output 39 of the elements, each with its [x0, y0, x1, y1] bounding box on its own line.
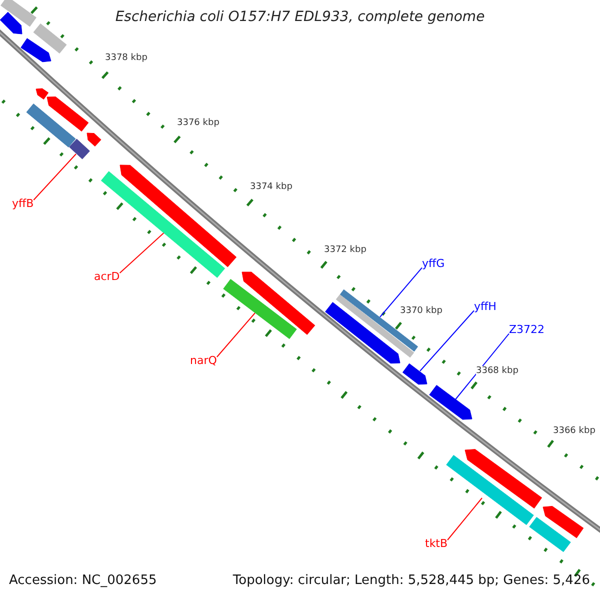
- gene-bar: [0, 0, 36, 27]
- gene-bar: [26, 104, 90, 160]
- gene-bar: [33, 23, 67, 54]
- leader-line: [454, 333, 510, 400]
- position-label: 3376 kbp: [177, 118, 220, 128]
- gene-feature: [402, 363, 428, 385]
- gene-feature: [464, 449, 542, 509]
- gene-feature: [20, 38, 52, 62]
- leader-line: [447, 498, 482, 540]
- gene-label: yffG: [422, 258, 445, 271]
- gene-label: tktB: [425, 538, 448, 551]
- gene-feature: [36, 88, 49, 100]
- leader-line: [420, 310, 474, 372]
- gene-feature: [325, 302, 400, 364]
- gene-label: acrD: [94, 271, 120, 284]
- gene-feature: [242, 272, 316, 335]
- position-label: 3368 kbp: [476, 366, 518, 376]
- position-label: 3370 kbp: [400, 306, 442, 316]
- gene-feature: [0, 12, 22, 34]
- leader-line: [380, 267, 422, 318]
- accession-text: Accession: NC_002655: [9, 574, 157, 589]
- position-label: 3372 kbp: [324, 245, 366, 256]
- gene-feature: [120, 164, 237, 268]
- leader-line: [216, 312, 256, 358]
- gene-feature: [86, 132, 102, 147]
- gene-label: Z3722: [509, 324, 545, 337]
- gene-bar: [223, 278, 297, 340]
- gene-label: yffH: [474, 301, 496, 314]
- position-label: 3366 kbp: [553, 426, 596, 436]
- gene-feature: [542, 506, 584, 538]
- gene-bar: [446, 454, 571, 552]
- genome-info-text: Topology: circular; Length: 5,528,445 bp; Genes: 5,426: [232, 574, 590, 589]
- position-label: 3378 kbp: [105, 53, 148, 64]
- position-label: 3374 kbp: [250, 182, 292, 192]
- title: Escherichia coli O157:H7 EDL933, complete genome: [114, 9, 486, 26]
- gene-label: narQ: [190, 355, 217, 368]
- gene-label: yffB: [12, 198, 34, 211]
- gene-feature: [46, 96, 89, 132]
- gene-feature: [429, 384, 472, 420]
